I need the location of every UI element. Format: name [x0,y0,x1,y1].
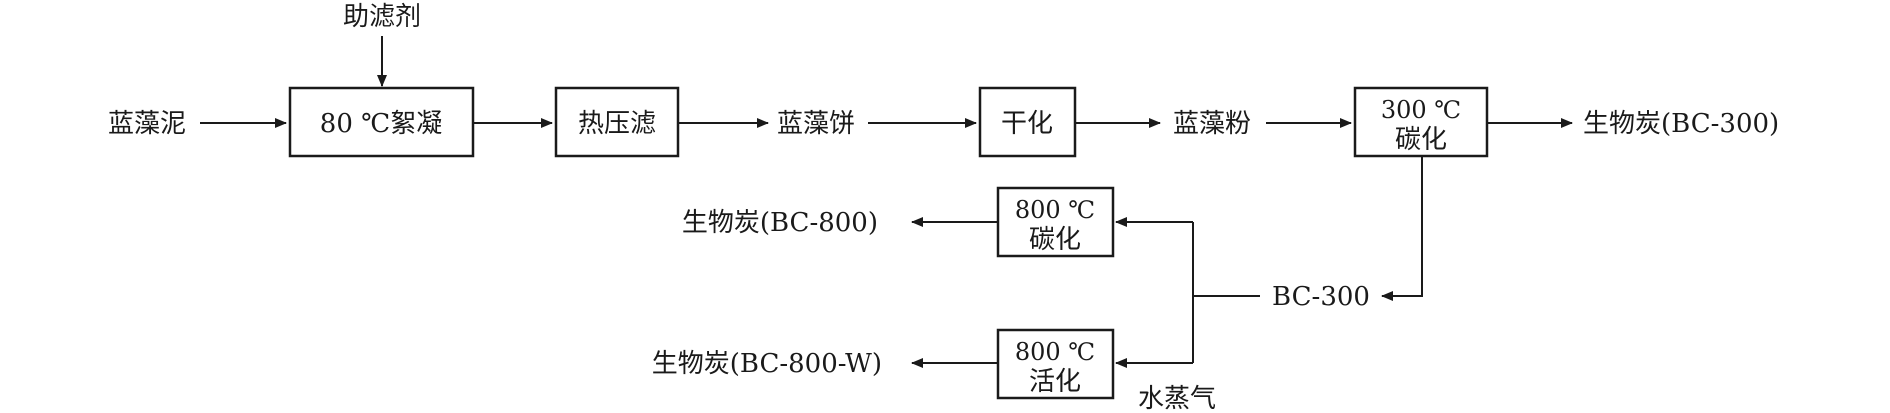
activation-800-temp: 800 ℃ [1015,338,1095,366]
carbonization-800-step: 碳化 [1029,225,1081,255]
product-bc800w-label: 生物炭(BC-800-W) [652,349,882,379]
drying-box [978,86,1077,158]
arrow-carbonization-300-down [1381,156,1423,301]
hot-press-filter-label: 热压滤 [578,109,656,139]
steam-label: 水蒸气 [1138,384,1216,413]
algae-cake-label: 蓝藻饼 [777,109,855,139]
carbonization-300-step: 碳化 [1395,125,1447,155]
algae-mud-label: 蓝藻泥 [108,109,186,139]
algae-powder-label: 蓝藻粉 [1173,109,1251,139]
hot-press-filter-box [554,86,680,158]
filter-aid-label: 助滤剂 [343,2,421,32]
product-bc300-label: 生物炭(BC-300) [1583,109,1779,139]
carbonization-300-temp: 300 ℃ [1381,96,1461,124]
product-bc800-label: 生物炭(BC-800) [682,208,878,238]
carbonization-800-box [996,186,1115,258]
flocculation-label: 80 ℃絮凝 [320,109,442,139]
bc300-intermediate-label: BC-300 [1272,282,1370,312]
carbonization-800-temp: 800 ℃ [1015,196,1095,224]
activation-800-step: 活化 [1029,367,1081,397]
drying-label: 干化 [1001,109,1053,139]
